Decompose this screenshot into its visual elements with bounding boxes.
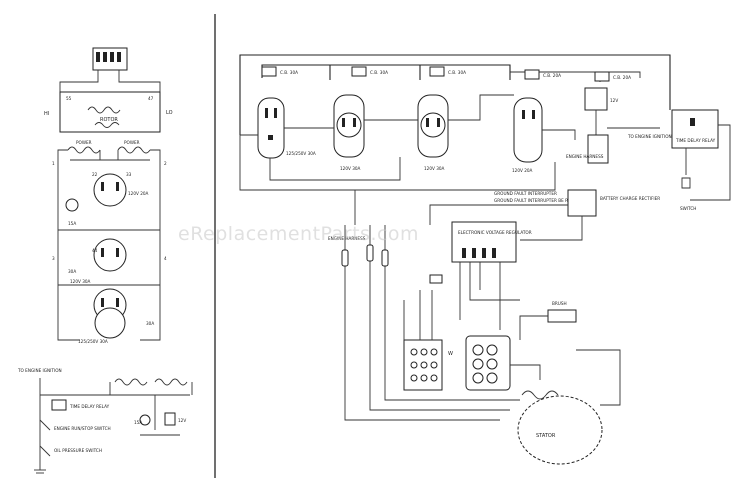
wire-num: 1 bbox=[52, 161, 55, 166]
svg-text:C.B. 30A: C.B. 30A bbox=[280, 70, 298, 75]
wire-num: 2 bbox=[164, 161, 167, 166]
engine-harness-left: ENGINE HARNESS bbox=[328, 236, 366, 241]
to-engine-ignition: TO ENGINE IGNITION bbox=[627, 134, 672, 139]
wire-num: 4 bbox=[164, 256, 167, 261]
hi-label: HI bbox=[44, 111, 49, 117]
svg-text:120V 30A: 120V 30A bbox=[424, 166, 445, 171]
svg-text:120V 20A: 120V 20A bbox=[512, 168, 533, 173]
receptacle-2: 120V 30A bbox=[333, 94, 365, 171]
receptacle-4: 120V 20A bbox=[512, 97, 543, 173]
ground-note: GROUND FAULT INTERRUPTER BE REMOVED bbox=[494, 198, 586, 203]
breaker-3: 30A bbox=[146, 321, 154, 326]
breaker-1: 15A bbox=[68, 221, 76, 226]
lo-label: LO bbox=[166, 110, 173, 116]
wire-num: 47 bbox=[148, 96, 154, 101]
breaker-4: C.B. 20A bbox=[524, 69, 561, 80]
bl-fuse: 15A bbox=[134, 420, 142, 425]
svg-text:C.B. 20A: C.B. 20A bbox=[613, 75, 631, 80]
svg-text:C.B. 30A: C.B. 30A bbox=[448, 70, 466, 75]
outlet-2-label: 120V 30A bbox=[70, 279, 91, 284]
svg-text:125/250V 30A: 125/250V 30A bbox=[286, 151, 316, 156]
svg-text:C.B. 20A: C.B. 20A bbox=[543, 73, 561, 78]
receptacle-3: 120V 30A bbox=[417, 94, 449, 171]
brush-label: BRUSH bbox=[552, 301, 567, 306]
connector-left bbox=[403, 339, 443, 391]
bl-time-delay: TIME DELAY RELAY bbox=[69, 404, 110, 409]
bl-engine-ignition: TO ENGINE IGNITION bbox=[17, 368, 62, 373]
wire-num: 3 bbox=[52, 256, 55, 261]
power-label-1: POWER bbox=[76, 140, 92, 145]
left-schematic: ROTOR HI LO 55 47 POWER POWER 120V 20A 1… bbox=[44, 47, 173, 344]
control-schematic: TO ENGINE IGNITION TIME DELAY RELAY ENGI… bbox=[17, 368, 193, 474]
voltage-12v: 12V bbox=[610, 98, 618, 103]
stator: STATOR bbox=[517, 390, 603, 465]
wire-num: 55 bbox=[66, 96, 72, 101]
engine-harness: ENGINE HARNESS bbox=[566, 154, 604, 159]
time-delay-relay: TIME DELAY RELAY bbox=[675, 138, 716, 143]
voltage-regulator: ELECTRONIC VOLTAGE REGULATOR bbox=[458, 230, 532, 235]
bl-oil-pressure: OIL PRESSURE SWITCH bbox=[54, 448, 102, 453]
power-label-2: POWER bbox=[124, 140, 140, 145]
plug-letter: W bbox=[448, 351, 453, 357]
watermark: eReplacementParts.com bbox=[178, 223, 419, 245]
connector-right bbox=[465, 335, 511, 391]
breaker-3: C.B. 30A bbox=[429, 66, 466, 77]
ground-fault-label: GROUND FAULT INTERRUPTER bbox=[494, 191, 557, 196]
breaker-1: C.B. 30A bbox=[261, 66, 298, 77]
wire-num: 22 bbox=[92, 172, 98, 177]
outlet-1-label: 120V 20A bbox=[128, 191, 149, 196]
breaker-2: C.B. 30A bbox=[351, 66, 388, 77]
wire-num: 33 bbox=[126, 172, 132, 177]
svg-text:C.B. 30A: C.B. 30A bbox=[370, 70, 388, 75]
battery-charge: BATTERY CHARGE RECTIFIER bbox=[600, 196, 660, 201]
svg-text:STATOR: STATOR bbox=[536, 433, 556, 439]
rotor-label: ROTOR bbox=[100, 117, 118, 123]
svg-text:120V 30A: 120V 30A bbox=[340, 166, 361, 171]
switch-label: SWITCH bbox=[680, 206, 696, 211]
wire-num: 44 bbox=[92, 248, 98, 253]
breaker-5: C.B. 20A bbox=[594, 71, 631, 82]
breaker-2: 30A bbox=[68, 269, 76, 274]
bl-run-stop: ENGINE RUN/STOP SWITCH bbox=[54, 426, 111, 431]
main-schematic: C.B. 30A C.B. 30A C.B. 30A C.B. 20A C.B.… bbox=[239, 54, 731, 465]
outlet-3-label: 125/250V 30A bbox=[78, 339, 108, 344]
bl-voltage: 12V bbox=[178, 418, 186, 423]
